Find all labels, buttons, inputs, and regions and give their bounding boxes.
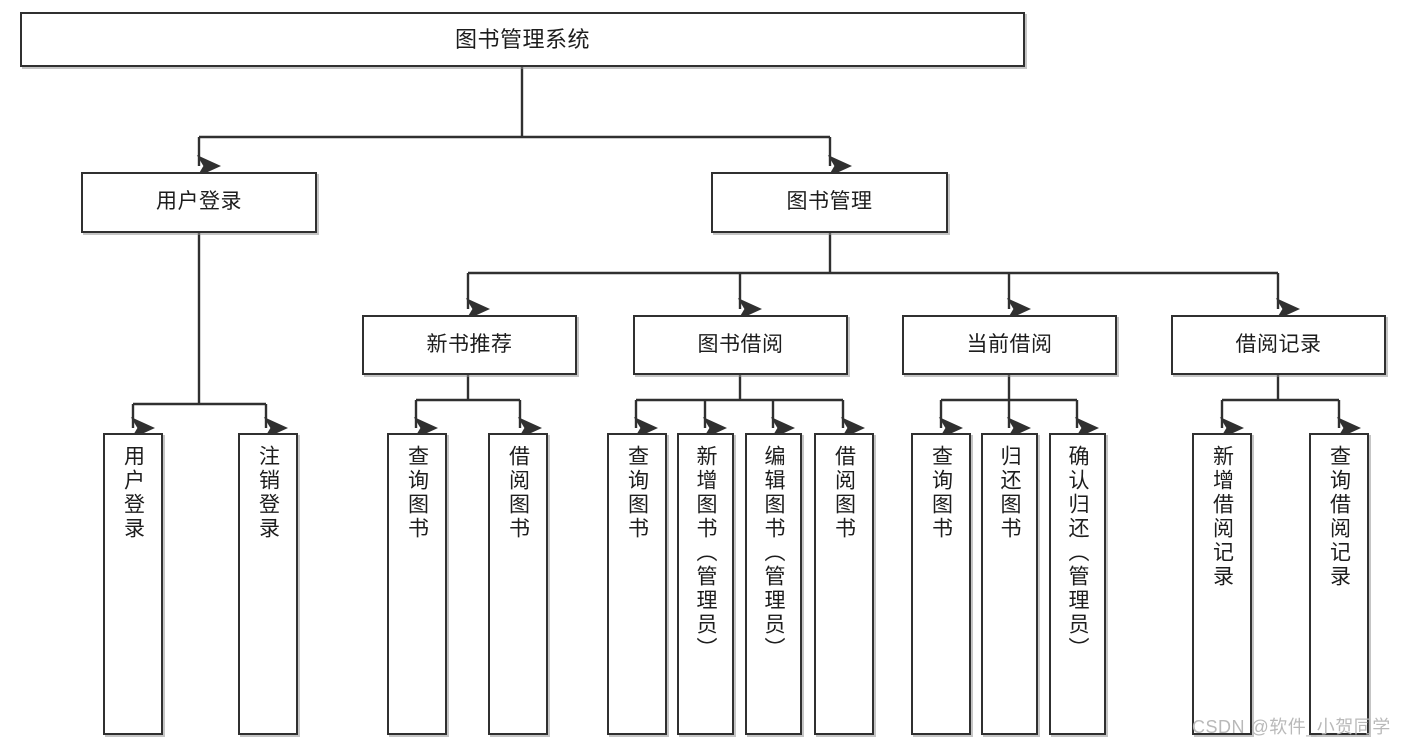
node-leaf-confirm-return-admin[interactable]: 确认归还（管理员） [1049, 433, 1106, 735]
node-label: 新书推荐 [426, 332, 513, 356]
node-leaf-query-book-borrow[interactable]: 查询图书 [607, 433, 667, 735]
node-label: 借阅图书 [832, 445, 856, 541]
node-label: 图书借阅 [697, 332, 784, 356]
node-label: 查询图书 [929, 445, 953, 541]
node-label: 查询借阅记录 [1327, 445, 1351, 589]
node-new-book-recommend[interactable]: 新书推荐 [362, 315, 577, 375]
node-current-borrow[interactable]: 当前借阅 [902, 315, 1117, 375]
node-label: 借阅记录 [1235, 332, 1322, 356]
node-leaf-edit-book-admin[interactable]: 编辑图书（管理员） [745, 433, 802, 735]
node-label: 新增借阅记录 [1210, 445, 1234, 589]
node-label: 确认归还（管理员） [1066, 445, 1089, 661]
node-leaf-query-book-recommend[interactable]: 查询图书 [387, 433, 447, 735]
node-label: 图书管理系统 [454, 26, 590, 52]
node-label: 用户登录 [156, 190, 242, 214]
node-borrow-record[interactable]: 借阅记录 [1171, 315, 1386, 375]
node-leaf-return-book[interactable]: 归还图书 [981, 433, 1038, 735]
node-leaf-user-login[interactable]: 用户登录 [103, 433, 163, 735]
node-label: 查询图书 [625, 445, 649, 541]
node-user-login[interactable]: 用户登录 [81, 172, 317, 233]
node-leaf-add-book-admin[interactable]: 新增图书（管理员） [677, 433, 734, 735]
node-leaf-borrow-book-recommend[interactable]: 借阅图书 [488, 433, 548, 735]
node-label: 归还图书 [998, 445, 1021, 541]
node-label: 当前借阅 [966, 332, 1053, 356]
node-leaf-query-borrow-record[interactable]: 查询借阅记录 [1309, 433, 1369, 735]
node-label: 注销登录 [256, 445, 280, 541]
node-root-book-management-system[interactable]: 图书管理系统 [20, 12, 1025, 67]
node-book-management[interactable]: 图书管理 [711, 172, 948, 233]
node-label: 编辑图书（管理员） [762, 445, 785, 661]
node-label: 借阅图书 [506, 445, 530, 541]
node-leaf-borrow-book[interactable]: 借阅图书 [814, 433, 874, 735]
watermark-csdn: CSDN @软件_小贺同学 [1192, 717, 1391, 737]
node-label: 用户登录 [121, 445, 145, 541]
node-label: 图书管理 [786, 190, 873, 214]
node-label: 新增图书（管理员） [694, 445, 717, 661]
node-leaf-logout[interactable]: 注销登录 [238, 433, 298, 735]
node-leaf-query-book-current[interactable]: 查询图书 [911, 433, 971, 735]
node-leaf-add-borrow-record[interactable]: 新增借阅记录 [1192, 433, 1252, 735]
node-label: 查询图书 [405, 445, 429, 541]
node-book-borrow[interactable]: 图书借阅 [633, 315, 848, 375]
